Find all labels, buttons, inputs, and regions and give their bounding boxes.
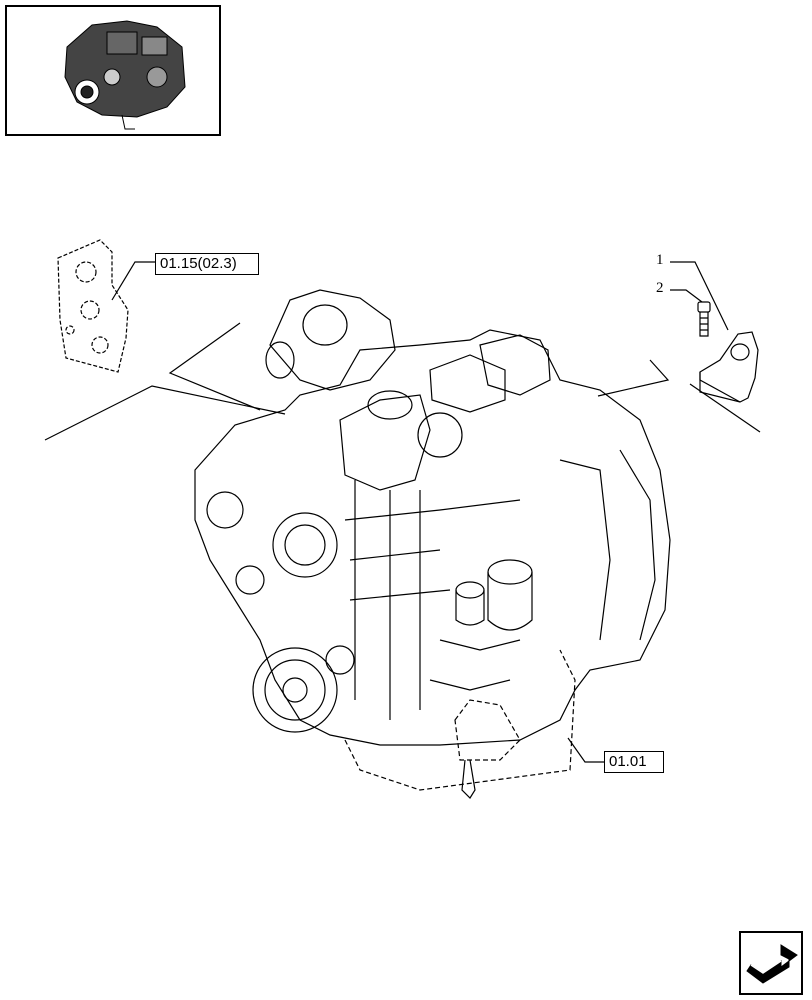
ref-box-upper[interactable]: 01.15(02.3) (155, 253, 259, 275)
engine-body (194, 289, 671, 799)
callout-2: 2 (656, 280, 664, 296)
callout-1: 1 (656, 252, 664, 268)
gasket-outline (57, 239, 129, 373)
next-page-arrow-icon (746, 944, 798, 984)
ref-box-lower[interactable]: 01.01 (604, 751, 664, 773)
next-page-button[interactable] (739, 931, 803, 995)
bracket-part (699, 331, 759, 403)
engine-thumbnail[interactable] (5, 5, 221, 136)
engine-thumbnail-icon (64, 20, 186, 130)
bolt-part (697, 301, 711, 337)
